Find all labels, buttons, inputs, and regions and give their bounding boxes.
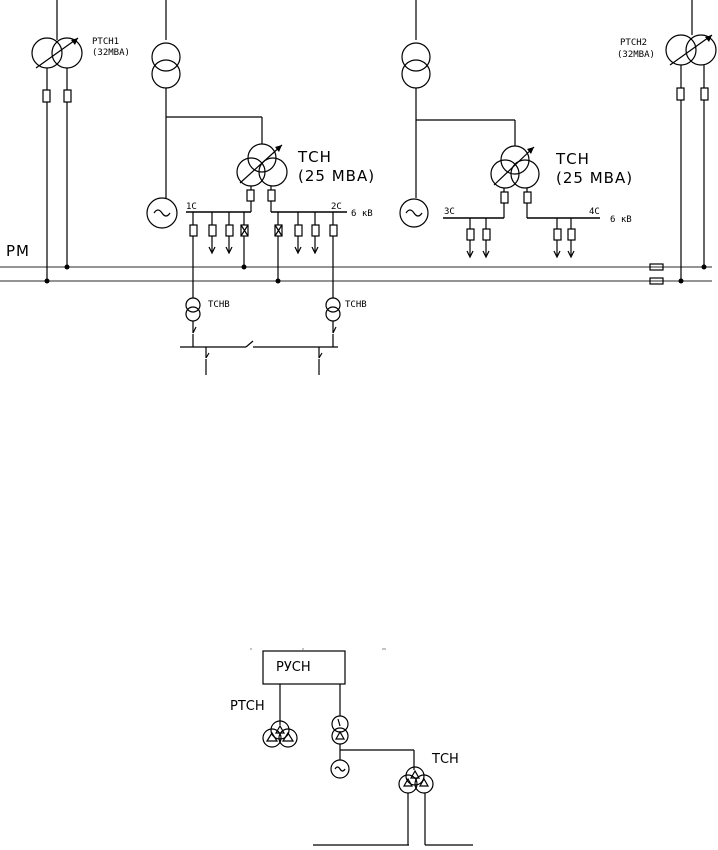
tsn-right-name: ТСН: [555, 150, 590, 168]
tsn-left-rating: (25 МВА): [298, 167, 375, 185]
rtsn2-transformer: [665, 0, 717, 284]
generator-bottom: [330, 759, 350, 779]
section-3c: [443, 214, 505, 259]
bottom-schematic: РУСН РТСН: [230, 648, 473, 846]
rusn-label: РУСН: [276, 660, 311, 675]
section-2c: [271, 211, 347, 298]
section-4c-label: 4С: [589, 207, 600, 217]
voltage-right-label: 6 кВ: [610, 215, 632, 225]
rtsn1-transformer: [31, 0, 83, 284]
rtsn2-name: РТСН2: [620, 38, 647, 48]
tsn-left-name: ТСН: [297, 148, 332, 166]
block-transformer-bottom: [331, 684, 415, 770]
left-unit-transformer: [151, 0, 263, 198]
rusn-board: [262, 650, 346, 685]
section-1c: [186, 211, 251, 298]
right-unit-transformer: [401, 0, 516, 198]
top-schematic: РМ РТСН1 (32МВА): [0, 0, 717, 375]
tsn-bottom-label: ТСН: [431, 752, 459, 767]
bus-label: РМ: [6, 242, 30, 260]
left-generator: [146, 197, 178, 229]
tsnv-left-label: ТСНВ: [208, 300, 230, 310]
busbar-breaker-1: [649, 263, 664, 271]
rtsn-bottom-transformer: [262, 684, 298, 748]
emergency-bus: [180, 340, 338, 375]
section-3c-label: 3С: [444, 207, 455, 217]
rtsn1-rating: (32МВА): [92, 48, 130, 58]
busbar-breaker-2: [649, 277, 664, 285]
tsnv-right-label: ТСНВ: [345, 300, 367, 310]
rtsn2-rating: (32МВА): [617, 50, 655, 60]
right-generator: [399, 198, 429, 228]
section-4c: [526, 214, 600, 259]
voltage-left-label: 6 кВ: [351, 209, 373, 219]
rtsn1-name: РТСН1: [92, 37, 119, 47]
tsnv-right-transformer: [325, 297, 341, 347]
rtsn-bottom-label: РТСН: [230, 699, 265, 714]
tsn-left-transformer: [236, 143, 288, 212]
tsn-bottom-transformer: [398, 766, 434, 845]
section-1c-label: 1С: [186, 202, 197, 212]
tsn-right-rating: (25 МВА): [556, 169, 633, 187]
tsnv-left-transformer: [185, 297, 201, 347]
section-2c-label: 2С: [331, 202, 342, 212]
tsn-right-transformer: [490, 145, 540, 214]
